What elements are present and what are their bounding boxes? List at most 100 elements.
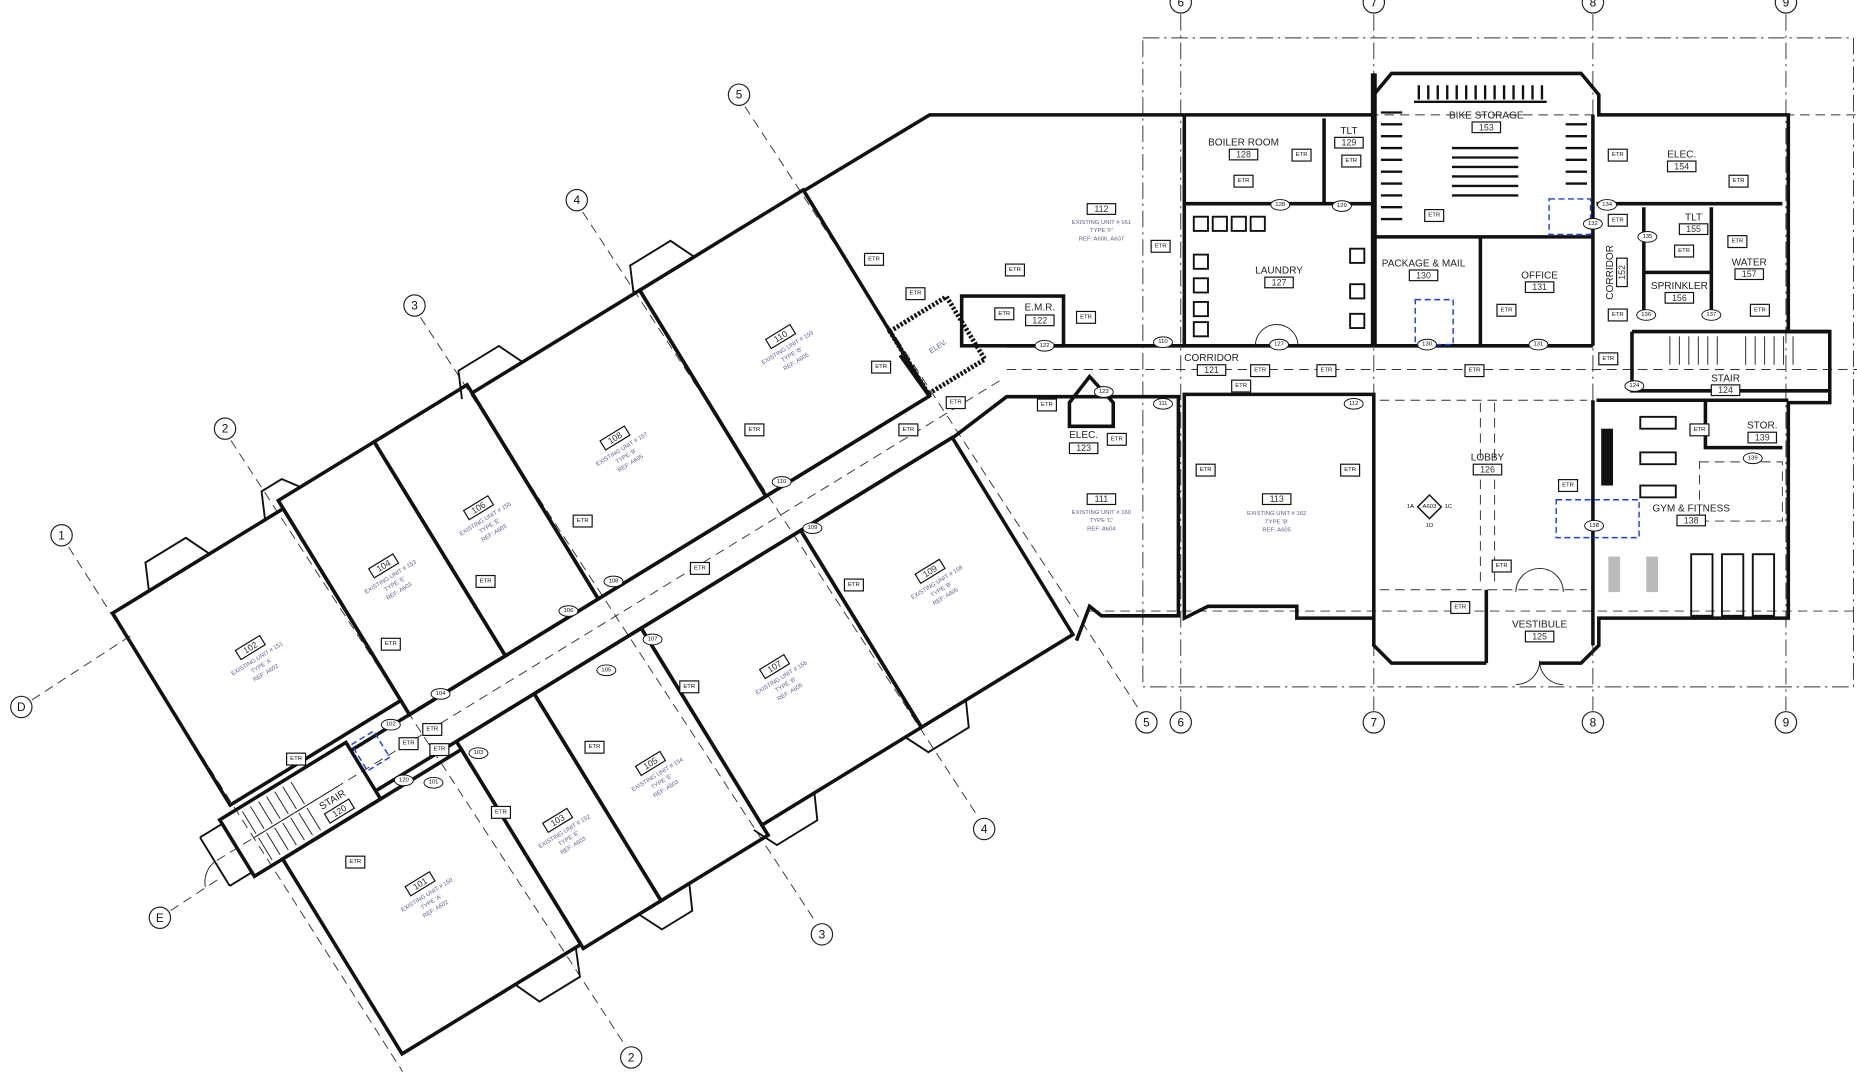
- room-name: SPRINKLER: [1651, 281, 1708, 292]
- etr-tag: ETR: [1341, 154, 1362, 168]
- etr-tag: ETR: [345, 855, 366, 869]
- etr-label: ETR: [998, 311, 1010, 317]
- etr-label: ETR: [902, 427, 914, 433]
- door-tag: 111: [1153, 398, 1173, 410]
- grid-bubble: 4: [972, 817, 996, 841]
- gym-equipment: [1601, 415, 1776, 617]
- room-number: 153: [1479, 122, 1494, 132]
- etr-label: ETR: [495, 809, 507, 815]
- door-tag: 134: [1597, 199, 1618, 211]
- grid-label: 5: [1143, 715, 1150, 729]
- door-tag: 127: [1269, 338, 1290, 351]
- etr-label: ETR: [1080, 314, 1092, 320]
- etr-tag: ETR: [398, 737, 419, 751]
- grid-bubble: 2: [213, 417, 237, 440]
- unit-number: 112: [1094, 204, 1108, 214]
- etr-label: ETR: [1254, 368, 1266, 374]
- etr-tag: ETR: [1316, 364, 1337, 378]
- grid-bubble: E: [148, 906, 172, 930]
- door-number: 103: [474, 750, 485, 756]
- marker-d: 1D: [1426, 523, 1434, 529]
- grid-bubble: 6: [1169, 0, 1193, 14]
- room-name: CORRIDOR: [1184, 353, 1239, 364]
- grid-label: 4: [981, 822, 988, 836]
- door-number: 112: [1349, 401, 1358, 407]
- bike-racks: [1380, 85, 1587, 221]
- room-name: VESTIBULE: [1512, 620, 1568, 631]
- etr-label: ETR: [748, 427, 760, 433]
- door-number: 138: [1589, 523, 1600, 529]
- room-number: 128: [1236, 150, 1251, 160]
- etr-label: ETR: [1454, 605, 1466, 611]
- door-tag: 132: [1582, 218, 1603, 230]
- etr-tag: ETR: [871, 360, 892, 374]
- room-number: 155: [1686, 224, 1701, 234]
- etr-tag: ETR: [429, 743, 450, 757]
- room-number: 156: [1672, 293, 1687, 303]
- room-number: 138: [1684, 515, 1699, 525]
- etr-label: ETR: [349, 859, 361, 865]
- door-tag: 135: [1637, 231, 1658, 243]
- etr-tag: ETR: [898, 423, 919, 437]
- door-tag: 110: [1153, 336, 1173, 349]
- unit-109: [798, 435, 1076, 730]
- etr-label: ETR: [589, 744, 601, 750]
- door-tag: 105: [596, 664, 617, 677]
- room-number: 121: [1204, 365, 1219, 375]
- etr-tag: ETR: [689, 561, 710, 575]
- unit-110: [637, 187, 932, 499]
- etr-tag: ETR: [380, 637, 401, 651]
- etr-label: ETR: [433, 747, 445, 753]
- grid-label: 9: [1783, 715, 1790, 729]
- etr-label: ETR: [1562, 483, 1574, 489]
- door-number: 130: [1422, 342, 1433, 348]
- room-name: TLT: [1685, 212, 1702, 223]
- door-number: 110: [777, 479, 787, 485]
- door-number: 104: [436, 691, 447, 697]
- etr-tag: ETR: [475, 574, 496, 588]
- door-tag: 107: [642, 633, 663, 646]
- etr-label: ETR: [694, 565, 706, 571]
- door-number: 137: [1706, 312, 1716, 318]
- room-name: BOILER ROOM: [1208, 138, 1279, 149]
- room-name: OFFICE: [1521, 270, 1558, 281]
- unit-type: TYPE 'C': [1090, 518, 1114, 524]
- unit-111-label: 111 EXISTING UNIT # 160 TYPE 'C' REF: A6…: [1072, 493, 1132, 533]
- unit-111: [951, 394, 1181, 642]
- room-number: 157: [1742, 269, 1757, 279]
- room-name: ELEC.: [1667, 150, 1696, 161]
- grid-bubble: 5: [727, 83, 751, 106]
- room-name: LOBBY: [1471, 453, 1505, 464]
- room-number: 124: [1718, 385, 1733, 395]
- etr-tag: ETR: [1250, 364, 1271, 378]
- room-name: ELEC.: [1069, 430, 1098, 441]
- etr-label: ETR: [1296, 152, 1308, 158]
- etr-tag: ETR: [843, 578, 864, 592]
- etr-tag: ETR: [1036, 398, 1057, 412]
- etr-label: ETR: [1428, 213, 1440, 219]
- grid-bubble: 8: [1581, 711, 1605, 734]
- etr-tag: ETR: [1496, 303, 1517, 317]
- door-tag: 131: [1528, 338, 1549, 351]
- room-number: 129: [1342, 138, 1357, 148]
- etr-tag: ETR: [584, 740, 605, 754]
- door-tag: 137: [1701, 309, 1722, 321]
- grid-label: 5: [736, 88, 743, 102]
- door-number: 120: [399, 777, 410, 783]
- grid-label: 7: [1371, 0, 1378, 9]
- unit-existing: EXISTING UNIT # 162: [1247, 511, 1306, 517]
- grid-bubble: 7: [1362, 711, 1386, 734]
- unit-type: TYPE 'B': [1265, 519, 1288, 525]
